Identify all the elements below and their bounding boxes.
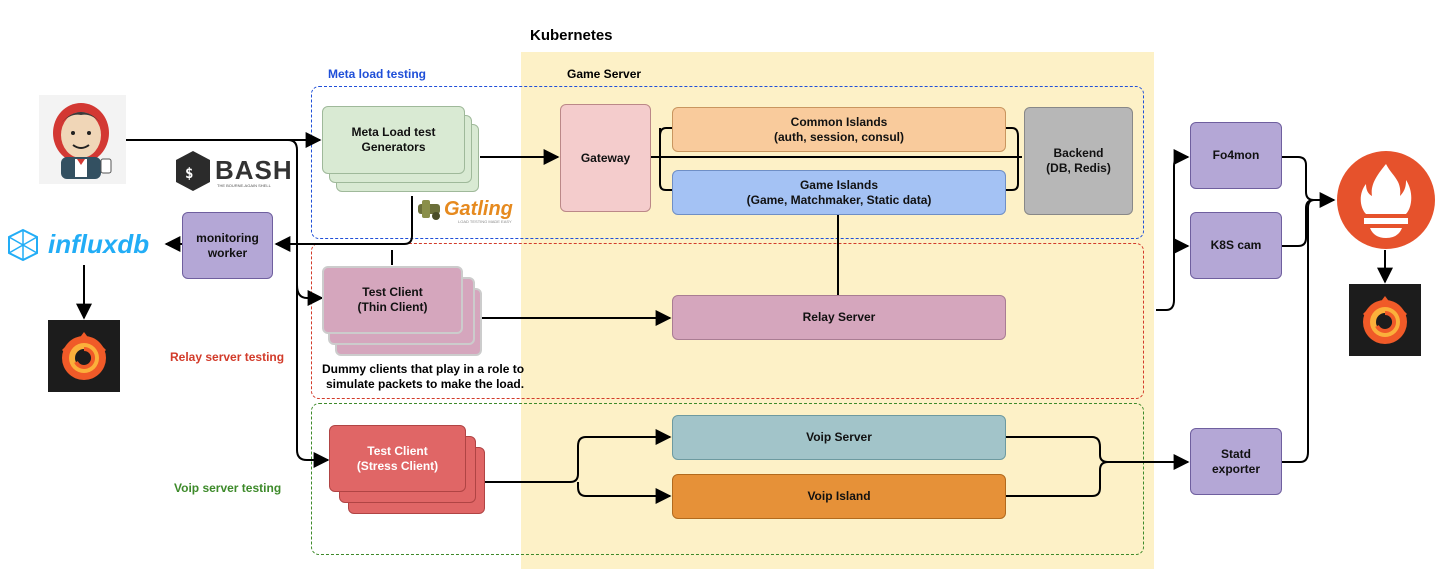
voip-server-to-statd-line xyxy=(1006,436,1190,470)
prometheus-logo xyxy=(1336,150,1436,250)
svg-text:$: $ xyxy=(185,166,193,182)
gatling-logo: Gatling LOAD TESTING MADE EASY xyxy=(416,196,522,226)
meta-load-testing-label: Meta load testing xyxy=(328,67,427,81)
trunk-to-thin-client-line xyxy=(296,284,324,306)
statd-line1: Statd xyxy=(1221,446,1251,461)
fo4mon-box: Fo4mon xyxy=(1190,122,1282,189)
relay-server-testing-frame xyxy=(311,243,1144,399)
common-islands-box: Common Islands (auth, session, consul) xyxy=(672,107,1006,152)
meta-load-test-generators: Meta Load test Generators xyxy=(322,106,465,174)
relay-server-testing-label: Relay server testing xyxy=(170,350,285,364)
statd-to-prometheus-line xyxy=(1282,199,1315,463)
backend-line2: (DB, Redis) xyxy=(1046,161,1111,175)
relay-to-fo4mon-line xyxy=(1156,149,1190,311)
thin-client-box: Test Client (Thin Client) xyxy=(322,266,463,334)
voip-server-box: Voip Server xyxy=(672,415,1006,460)
thin-client-line2: (Thin Client) xyxy=(357,300,428,314)
backend-line1: Backend xyxy=(1053,146,1104,160)
game-server-title: Game Server xyxy=(567,67,642,81)
jenkins-logo xyxy=(39,95,126,184)
jenkins-icon xyxy=(53,103,112,179)
statd-line2: exporter xyxy=(1211,461,1261,476)
voip-island-box: Voip Island xyxy=(672,474,1006,519)
meta-generators-line1: Meta Load test xyxy=(351,125,436,139)
stress-to-voip-line xyxy=(485,429,672,483)
bash-logo-text: BASH xyxy=(215,155,293,185)
jenkins-trunk-line xyxy=(283,139,330,468)
influxdb-logo: influxdb xyxy=(6,227,166,263)
meta-generators-line2: Generators xyxy=(361,140,426,154)
meta-load-testing-frame xyxy=(311,86,1144,239)
gateway-box: Gateway xyxy=(560,104,651,212)
influxdb-logo-text: influxdb xyxy=(48,229,150,259)
bash-terminal-icon: $ xyxy=(176,151,210,191)
grafana-right-logo xyxy=(1349,284,1421,356)
k8s-to-prometheus-line xyxy=(1282,199,1315,247)
backend-box: Backend (DB, Redis) xyxy=(1024,107,1133,215)
game-islands-line1: Game Islands xyxy=(799,177,879,192)
game-islands-line2: (Game, Matchmaker, Static data) xyxy=(746,192,932,207)
relay-server-box: Relay Server xyxy=(672,295,1006,340)
voip-island-to-statd-line xyxy=(1006,461,1109,497)
stress-client-line1: Test Client xyxy=(367,443,428,458)
dummy-clients-note: Dummy clients that play in a role to sim… xyxy=(322,362,524,392)
meta-to-monitoring-line xyxy=(274,196,413,252)
common-islands-line1: Common Islands xyxy=(790,114,888,129)
stress-to-voip-island-line xyxy=(577,482,672,504)
gateway-to-islands-line xyxy=(651,127,672,191)
prometheus-icon xyxy=(1337,151,1435,249)
islands-to-backend-line xyxy=(1006,127,1019,191)
voip-server-testing-frame xyxy=(311,403,1144,555)
gatling-gun-icon xyxy=(418,200,440,220)
dummy-note-line1: Dummy clients that play in a role to xyxy=(322,362,525,376)
voip-server-testing-label: Voip server testing xyxy=(174,481,282,495)
statd-exporter-box: Statd exporter xyxy=(1190,428,1282,495)
grafana-icon xyxy=(62,332,106,380)
bash-logo-subtext: THE BOURNE-AGAIN SHELL xyxy=(217,183,271,188)
monitoring-worker-line2: worker xyxy=(207,245,248,260)
influxdb-cube-icon xyxy=(8,228,38,262)
gatling-logo-text: Gatling xyxy=(444,198,513,220)
game-islands-box: Game Islands (Game, Matchmaker, Static d… xyxy=(672,170,1006,215)
stress-client-line2: (Stress Client) xyxy=(356,458,439,473)
grafana-left-logo xyxy=(48,320,120,392)
monitoring-worker-line1: monitoring xyxy=(196,230,259,245)
stress-client-box: Test Client (Stress Client) xyxy=(329,425,466,492)
grafana-icon xyxy=(1363,296,1407,344)
k8s-cam-box: K8S cam xyxy=(1190,212,1282,279)
thin-client-line1: Test Client xyxy=(362,285,423,299)
common-islands-line2: (auth, session, consul) xyxy=(773,129,905,144)
gatling-logo-subtext: LOAD TESTING MADE EASY xyxy=(458,219,512,224)
fo4mon-to-prometheus-line xyxy=(1282,156,1336,208)
bash-logo: $ BASH THE BOURNE-AGAIN SHELL xyxy=(175,150,292,194)
monitoring-worker-box: monitoring worker xyxy=(182,212,273,279)
kubernetes-title: Kubernetes xyxy=(530,27,613,44)
dummy-note-line2: simulate packets to make the load. xyxy=(326,377,525,391)
